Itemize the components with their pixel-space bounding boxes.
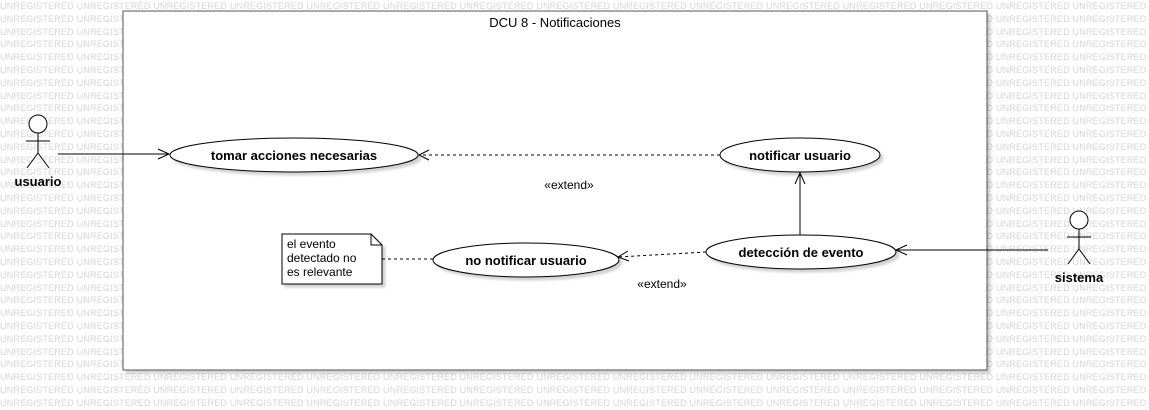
extend-label: «extend» [544,178,594,192]
stick-figure-icon [26,114,50,169]
note-line: es relevante [287,265,353,279]
extend-label: «extend» [637,277,687,291]
use-case-label: detección de evento [739,245,864,260]
use-case-tomar-acciones[interactable]: tomar acciones necesarias [169,137,419,173]
actor-sistema[interactable]: sistema [1055,210,1104,285]
use-case-label: notificar usuario [749,148,851,163]
extend-notificar-to-tomar-acciones[interactable] [417,149,720,161]
actor-usuario[interactable]: usuario [15,114,62,189]
use-case-deteccion-evento[interactable]: detección de evento [705,234,897,270]
system-boundary[interactable]: DCU 8 - Notificaciones [122,10,988,371]
diagram-title: DCU 8 - Notificaciones [489,15,621,30]
note-line: el evento [287,237,336,251]
use-case-label: tomar acciones necesarias [211,148,377,163]
actor-label: usuario [15,174,62,189]
note-fold-icon [370,234,382,246]
actor-label: sistema [1055,270,1104,285]
stick-figure-icon [1067,210,1091,265]
note-line: detectado no [287,251,357,265]
association-usuario-tomar-acciones[interactable] [58,148,171,160]
association-sistema-deteccion[interactable] [894,244,1048,256]
use-case-label: no notificar usuario [465,253,586,268]
note[interactable]: el evento detectado no es relevante [281,233,383,285]
use-case-no-notificar-usuario[interactable]: no notificar usuario [432,242,620,278]
use-case-notificar-usuario[interactable]: notificar usuario [719,137,881,173]
association-deteccion-notificar[interactable] [794,171,806,236]
